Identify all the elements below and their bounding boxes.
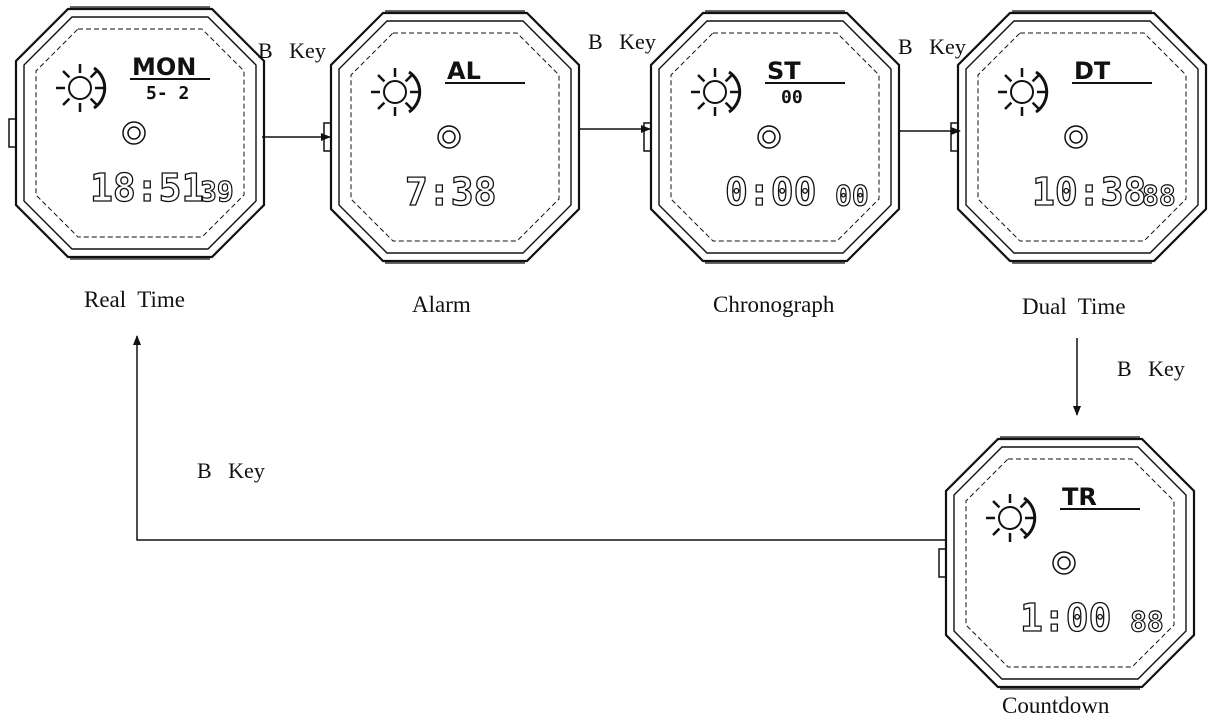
seconds-display: 88 bbox=[1142, 179, 1176, 212]
watch-case-inner bbox=[953, 446, 1187, 680]
center-ring-icon bbox=[122, 121, 146, 145]
center-ring-icon bbox=[1064, 125, 1088, 149]
key-label-1: B Key bbox=[258, 38, 326, 63]
mode-indicator: ST bbox=[767, 57, 801, 85]
mode-indicator: AL bbox=[447, 57, 481, 85]
sector-arc bbox=[1023, 496, 1037, 540]
sun-indicator-icon bbox=[383, 80, 407, 104]
sun-ray bbox=[724, 101, 733, 110]
main-time-display: 0:00 bbox=[725, 170, 817, 214]
watch-case-outer bbox=[329, 11, 581, 263]
main-time-display: 18:51 bbox=[90, 166, 204, 210]
sun-ray bbox=[89, 70, 98, 79]
arrow-countdown-to-real bbox=[133, 335, 945, 541]
sun-indicator-icon bbox=[68, 76, 92, 100]
watch-case-inner bbox=[965, 20, 1199, 254]
sun-ray bbox=[1004, 101, 1013, 110]
label-chronograph: Chronograph bbox=[713, 292, 835, 317]
sun-ray bbox=[697, 101, 706, 110]
sub-display: 00 bbox=[781, 87, 803, 108]
sun-ray bbox=[1019, 500, 1028, 509]
center-ring-icon bbox=[1052, 551, 1076, 575]
sun-ray bbox=[724, 74, 733, 83]
sun-indicator-icon bbox=[998, 506, 1022, 530]
seconds-display: 00 bbox=[835, 179, 869, 212]
side-button bbox=[643, 122, 652, 152]
sun-ray bbox=[62, 70, 71, 79]
sun-ray bbox=[62, 97, 71, 106]
watch-dial-border bbox=[965, 458, 1175, 668]
sector-arc bbox=[728, 70, 742, 114]
watch-dial-border bbox=[350, 32, 560, 242]
side-button bbox=[950, 122, 959, 152]
sun-indicator-icon bbox=[703, 80, 727, 104]
sun-indicator-icon bbox=[1010, 80, 1034, 104]
key-label-3: B Key bbox=[898, 34, 966, 59]
label-alarm: Alarm bbox=[412, 292, 471, 317]
watch-case-inner bbox=[338, 20, 572, 254]
sub-display: 5- 2 bbox=[146, 83, 189, 104]
center-dot-icon bbox=[1057, 556, 1071, 570]
main-time-display: 7:38 bbox=[405, 170, 497, 214]
watch-dial-border bbox=[35, 28, 245, 238]
watch-case-outer bbox=[956, 11, 1208, 263]
side-button bbox=[8, 118, 17, 148]
sun-ray bbox=[1004, 74, 1013, 83]
main-time-display: 10:38 bbox=[1032, 170, 1146, 214]
sun-ray bbox=[89, 97, 98, 106]
side-button bbox=[938, 548, 947, 578]
sun-ray bbox=[377, 101, 386, 110]
mode-indicator: DT bbox=[1074, 57, 1111, 85]
label-real-time: Real Time bbox=[84, 287, 185, 312]
center-ring-icon bbox=[757, 125, 781, 149]
mode-indicator: MON bbox=[132, 53, 196, 81]
center-dot-icon bbox=[762, 130, 776, 144]
sector-arc bbox=[408, 70, 422, 114]
sun-ray bbox=[1031, 74, 1040, 83]
sun-ray bbox=[377, 74, 386, 83]
watch-case-outer bbox=[649, 11, 901, 263]
center-ring-icon bbox=[437, 125, 461, 149]
sector-arc bbox=[93, 66, 107, 110]
main-time-display: 1:00 bbox=[1020, 596, 1112, 640]
center-dot-icon bbox=[442, 130, 456, 144]
sun-ray bbox=[404, 74, 413, 83]
mode-indicator: TR bbox=[1062, 483, 1097, 511]
seconds-display: 39 bbox=[200, 175, 234, 208]
watch-case-inner bbox=[23, 16, 257, 250]
center-dot-icon bbox=[127, 126, 141, 140]
watch-dial-border bbox=[670, 32, 880, 242]
watch-dial-border bbox=[977, 32, 1187, 242]
sun-ray bbox=[697, 74, 706, 83]
watch-case-inner bbox=[658, 20, 892, 254]
sun-ray bbox=[1019, 527, 1028, 536]
center-dot-icon bbox=[1069, 130, 1083, 144]
key-label-4: B Key bbox=[1117, 356, 1185, 381]
watch-countdown: TR 1:00 88 bbox=[938, 436, 1196, 690]
sector-arc bbox=[1035, 70, 1049, 114]
sun-ray bbox=[1031, 101, 1040, 110]
watch-alarm: AL 7:38 bbox=[323, 10, 581, 264]
key-label-5: B Key bbox=[197, 458, 265, 483]
sun-ray bbox=[404, 101, 413, 110]
watch-case-outer bbox=[944, 437, 1196, 689]
label-dual-time: Dual Time bbox=[1022, 294, 1126, 319]
watch-case-outer bbox=[14, 7, 266, 259]
label-countdown: Countdown bbox=[1002, 693, 1110, 718]
key-label-2: B Key bbox=[588, 29, 656, 54]
sun-ray bbox=[992, 527, 1001, 536]
seconds-display: 88 bbox=[1130, 605, 1164, 638]
sun-ray bbox=[992, 500, 1001, 509]
